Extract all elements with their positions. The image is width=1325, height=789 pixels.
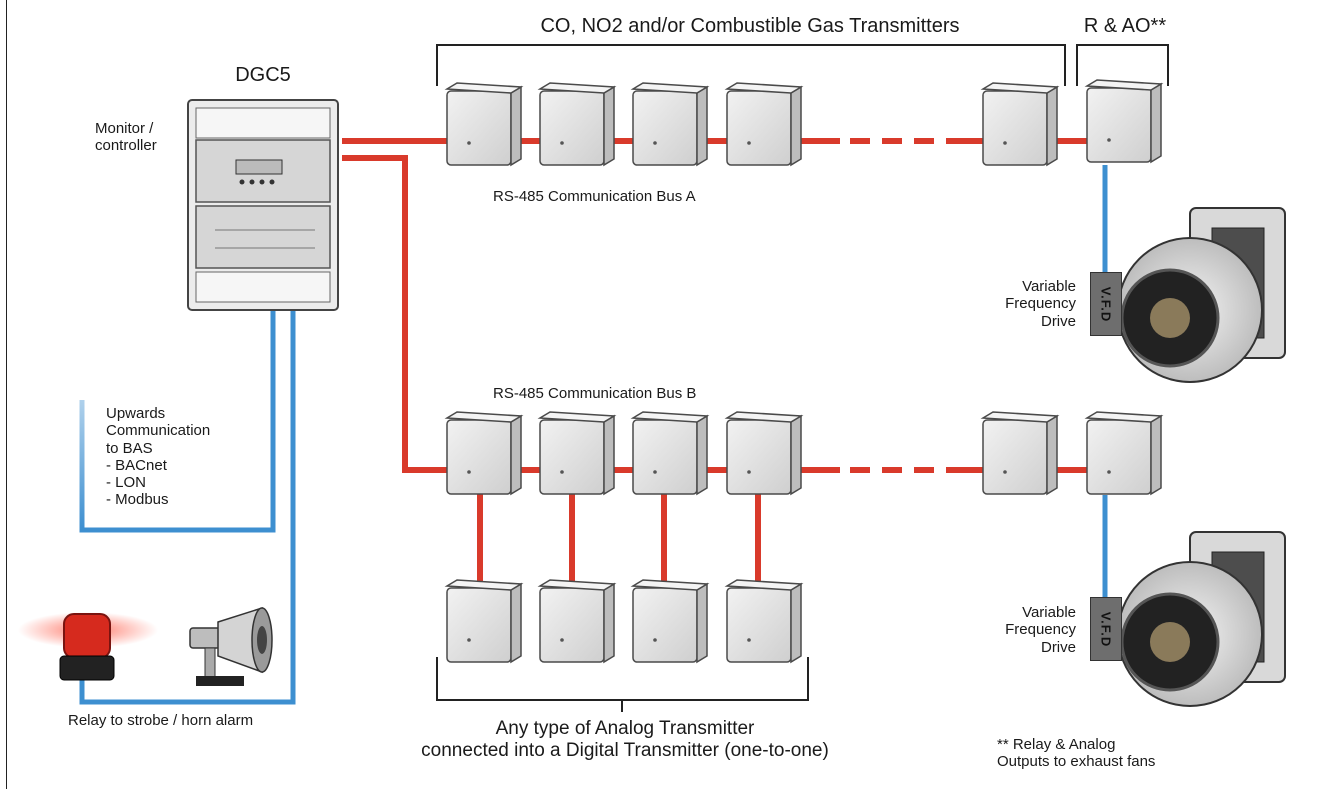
analog-transmitter: [630, 579, 710, 664]
bus-b-transmitter: [724, 411, 804, 496]
relay-ao-header: R & AO**: [1083, 15, 1167, 37]
bus-b-transmitter: [444, 411, 524, 496]
left-border: [6, 0, 7, 789]
dgc5-controller: [187, 99, 339, 311]
controller-title: DGC5: [235, 64, 291, 86]
analog-links: [477, 490, 761, 585]
bas-comm-wire: [79, 310, 276, 533]
bracket-analog: [436, 657, 809, 712]
alarm-label: Relay to strobe / horn alarm: [68, 712, 254, 729]
vfd-box-text: V.F.D: [1098, 611, 1114, 647]
bus-a-transmitter: [537, 82, 617, 167]
bus-b-transmitter: [980, 411, 1060, 496]
footnote: ** Relay & Analog Outputs to exhaust fan…: [997, 736, 1156, 771]
bracket-relay-ao: [1076, 44, 1169, 86]
bus-b-transmitter: [537, 411, 617, 496]
vfd-box-text: V.F.D: [1098, 286, 1114, 322]
vfd-box-bottom: V.F.D: [1090, 597, 1122, 661]
relay-ao-module: [1084, 411, 1164, 496]
bus-a-transmitter: [444, 82, 524, 167]
analog-transmitter: [444, 579, 524, 664]
strobe-light-icon: [18, 612, 158, 681]
alarm-wire: [79, 310, 296, 705]
analog-caption: Any type of Analog Transmitter connected…: [421, 718, 829, 761]
vfd-label-bottom: Variable Frequency Drive: [1005, 604, 1076, 656]
vfd-label-top: Variable Frequency Drive: [1005, 278, 1076, 330]
bus-a-transmitter: [630, 82, 710, 167]
bracket-gas-transmitters: [436, 44, 1066, 86]
gas-transmitters-header: CO, NO2 and/or Combustible Gas Transmitt…: [540, 15, 960, 37]
vfd-box-top: V.F.D: [1090, 272, 1122, 336]
exhaust-fan-bottom-icon: [1117, 531, 1286, 707]
exhaust-fan-top-icon: [1117, 207, 1286, 383]
relay-ao-module: [1084, 79, 1164, 164]
bus-a-transmitter: [980, 82, 1060, 167]
bas-communication-label: Upwards Communication to BAS - BACnet - …: [106, 405, 211, 509]
bus-a-label: RS-485 Communication Bus A: [493, 188, 696, 205]
bus-b-transmitter: [630, 411, 710, 496]
analog-transmitter: [724, 579, 804, 664]
horn-alarm-icon: [189, 606, 273, 686]
controller-label: Monitor / controller: [95, 120, 157, 155]
bus-b-label: RS-485 Communication Bus B: [493, 385, 697, 402]
analog-transmitter: [537, 579, 617, 664]
transmitter-boxes: [444, 79, 1164, 664]
bus-a-transmitter: [724, 82, 804, 167]
